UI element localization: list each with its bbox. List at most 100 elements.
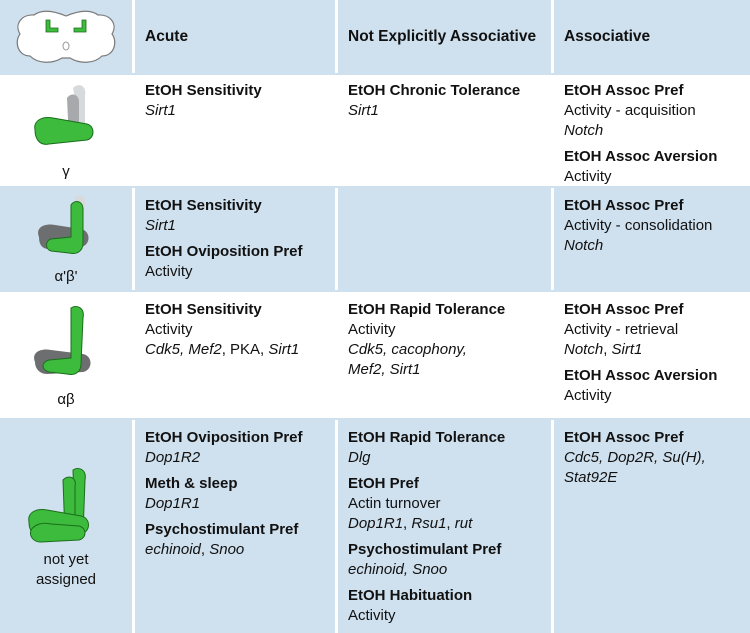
gene-name: Sirt1 (145, 217, 176, 234)
entry-line: Activity (348, 606, 541, 626)
entry-line: Sirt1 (348, 101, 541, 121)
entry-line: Activity (564, 167, 749, 187)
entry-title: Psychostimulant Pref (145, 521, 299, 538)
gene-name: Dop1R1 (348, 515, 404, 532)
entry-title: EtOH Assoc Pref (564, 197, 684, 214)
gene-name: Sirt1 (145, 102, 176, 119)
gene-name: Snoo (209, 541, 245, 558)
entry-text: Activity (348, 321, 396, 338)
gene-name: Sirt1 (348, 102, 379, 119)
entry-line: Sirt1 (145, 216, 325, 236)
row-divider (0, 290, 750, 292)
entry-text: Activity (348, 607, 396, 624)
gene-name: echinoid, Snoo (348, 561, 448, 578)
lobe-label: γ (62, 162, 70, 180)
gene-name: Cdc5, Dop2R, Su(H), (564, 449, 706, 466)
lobe-label-line-1: not yet (43, 550, 89, 568)
entry-title: EtOH Assoc Pref (564, 82, 684, 99)
entry-line: Cdc5, Dop2R, Su(H), (564, 448, 749, 468)
not-explicit-cell (338, 188, 551, 292)
gene-name: Mef2, Sirt1 (348, 361, 421, 378)
lobe-label: α'β' (54, 268, 78, 285)
entry-line: Notch (564, 236, 749, 256)
entry-title: EtOH Assoc Pref (564, 429, 684, 446)
entry-text: , (603, 341, 612, 358)
entry-line: Sirt1 (145, 101, 325, 121)
gene-name: Notch (564, 341, 604, 358)
gene-name: Cdk5, cacophony, (348, 341, 467, 358)
lobe-alpha-beta-cell: αβ (0, 292, 132, 420)
entry-text: , (200, 541, 210, 558)
entry-text: Activity (145, 263, 193, 280)
gene-name: Notch (564, 122, 604, 139)
lobe-gamma-cell: γ (0, 73, 132, 188)
gene-name: Sirt1 (611, 341, 643, 358)
entry-title: EtOH Assoc Aversion (564, 367, 718, 384)
entry-line: Notch (564, 121, 749, 141)
entry-title: Psychostimulant Pref (348, 541, 502, 558)
entry-line: Mef2, Sirt1 (348, 360, 541, 380)
entry-title: EtOH Assoc Aversion (564, 148, 718, 165)
gene-name: Dlg (348, 449, 371, 466)
entry-line: Activity - acquisition (564, 101, 749, 121)
entry-line: Stat92E (564, 468, 749, 488)
entry-text: , (403, 515, 412, 532)
entry-text: Activity (564, 387, 612, 404)
gene-name: Sirt1 (268, 341, 300, 358)
entry-line: Activity - consolidation (564, 216, 749, 236)
gamma-lobe-icon (34, 84, 94, 145)
entry-text: Activity (145, 321, 193, 338)
entry-text: , PKA, (221, 341, 269, 358)
unassigned-lobe-icon (28, 467, 89, 543)
entry-title: EtOH Habituation (348, 587, 473, 604)
row-divider (0, 418, 750, 420)
entry-block: Psychostimulant Pref echinoid, Snoo (145, 520, 325, 560)
header-not-explicit: Not Explicitly Associative (338, 0, 551, 73)
gene-name: echinoid (145, 541, 201, 558)
entry-line: Dop1R2 (145, 448, 325, 468)
entry-title: EtOH Chronic Tolerance (348, 82, 521, 99)
lobe-unassigned-cell: not yet assigned (0, 420, 132, 633)
entry-text: Activity - acquisition (564, 102, 696, 119)
entry-title: EtOH Sensitivity (145, 82, 262, 99)
entry-title: EtOH Assoc Pref (564, 301, 684, 318)
entry-line: Activity (348, 320, 541, 340)
gene-name: Dop1R1 (145, 495, 201, 512)
entry-text: Activity (564, 168, 612, 185)
gene-name: Stat92E (564, 469, 618, 486)
gene-name: rut (454, 515, 473, 532)
row-divider (0, 73, 750, 75)
header-acute: Acute (135, 0, 335, 73)
gene-name: Cdk5, Mef2 (145, 341, 222, 358)
entry-line: Dop1R1 (145, 494, 325, 514)
entry-title: EtOH Sensitivity (145, 301, 262, 318)
entry-line: Cdk5, Mef2, PKA, Sirt1 (145, 340, 325, 360)
entry-text: Activity - consolidation (564, 217, 713, 234)
entry-title: Meth & sleep (145, 475, 238, 492)
gene-name: Notch (564, 237, 604, 254)
entry-title: EtOH Rapid Tolerance (348, 301, 506, 318)
entry-line: echinoid, Snoo (145, 540, 325, 560)
entry-line: Dop1R1, Rsu1, rut (348, 514, 541, 534)
entry-line: Cdk5, cacophony, (348, 340, 541, 360)
